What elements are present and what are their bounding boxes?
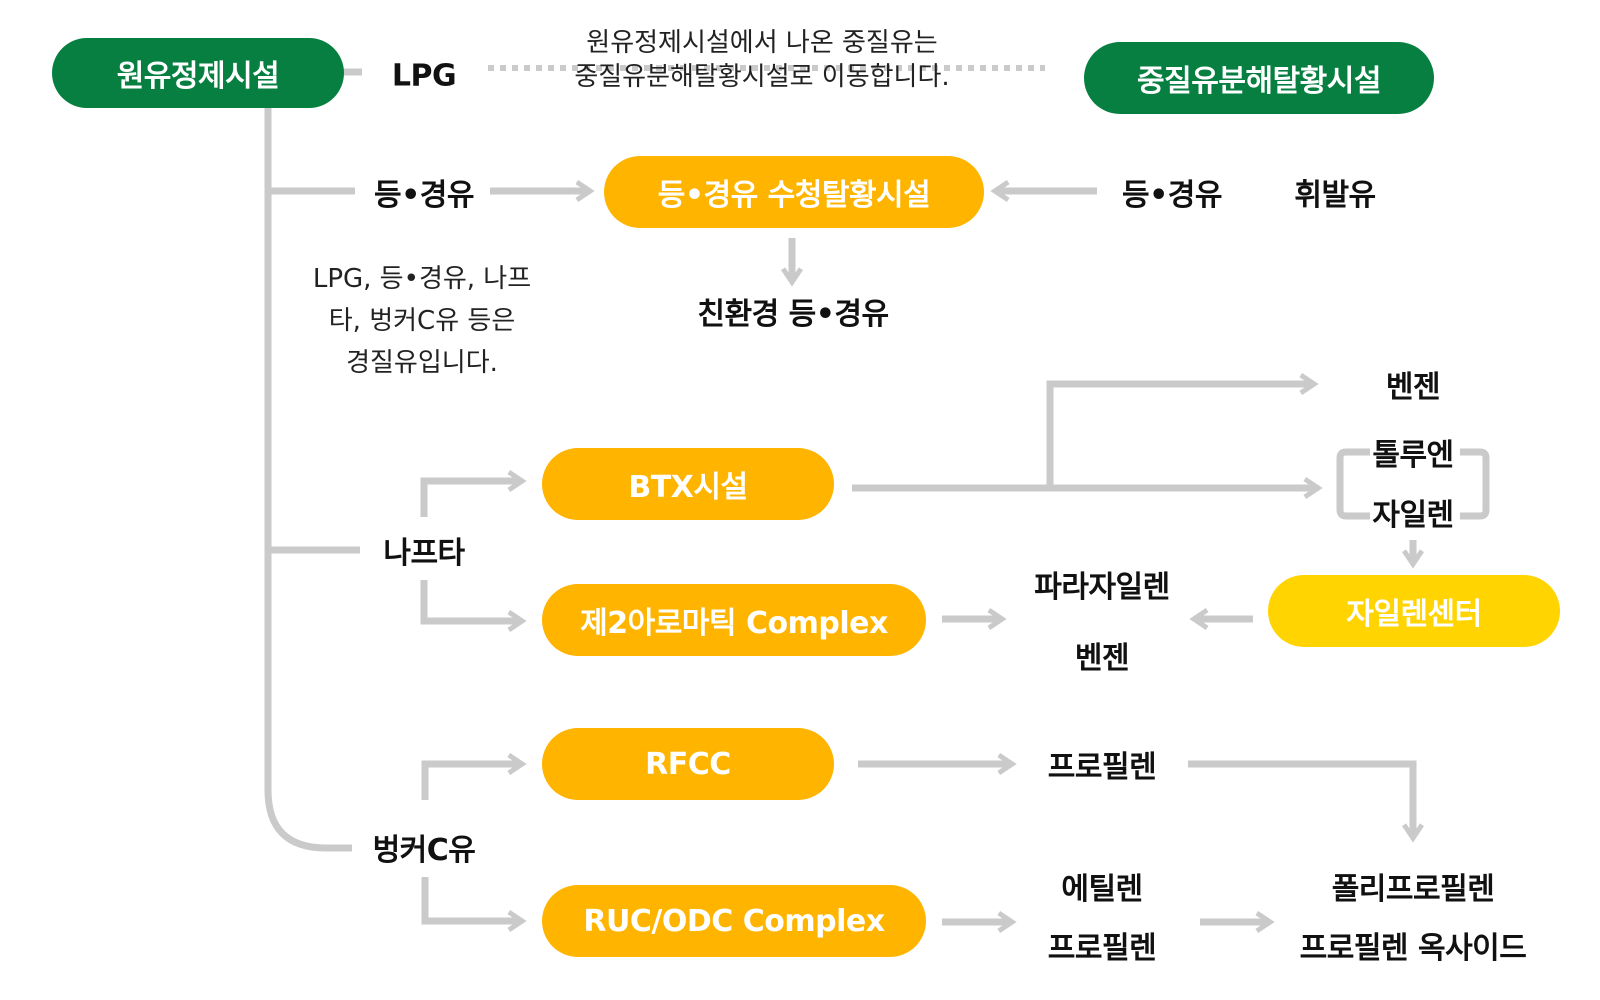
node-label: 원유정제시설	[116, 59, 280, 94]
arrow-bunkerc-to-ruc	[421, 877, 527, 933]
note-line: 중질유분해탈황시설로 이동합니다.	[574, 62, 950, 92]
label-eco-kerosene-diesel: 친환경 등•경유	[695, 289, 891, 333]
note-line: 경질유입니다.	[346, 348, 498, 378]
node-xylene-center: 자일렌센터	[1268, 575, 1560, 647]
node-rfcc: RFCC	[542, 728, 834, 800]
arrow-bunkerc-to-rfcc	[421, 752, 527, 800]
label-kerosene-diesel-right: 등•경유	[1120, 170, 1224, 214]
label-lpg: LPG	[389, 58, 459, 94]
note-heavy-oil: 원유정제시설에서 나온 중질유는 중질유분해탈황시설로 이동합니다.	[574, 26, 949, 94]
node-label: 등•경유 수청탈황시설	[657, 178, 931, 213]
node-btx: BTX시설	[542, 448, 834, 520]
node-label: RFCC	[645, 746, 731, 782]
note-light-oil: LPG, 등•경유, 나프 타, 벙커C유 등은 경질유입니다.	[313, 258, 531, 384]
trunk-line	[264, 105, 352, 852]
label-ethylene: 에틸렌	[1061, 872, 1143, 907]
note-line: 타, 벙커C유 등은	[328, 306, 516, 336]
arrow-propylene-to-pp	[1188, 760, 1425, 843]
bracket-toluene-xylene	[1336, 448, 1370, 520]
label-propylene-ruc: 프로필렌	[1047, 931, 1157, 966]
node-label: RUC/ODC Complex	[583, 903, 885, 939]
arrow-naphtha-to-btx	[420, 469, 527, 517]
node-label: 제2아로마틱 Complex	[580, 606, 888, 641]
node-ruc-odc: RUC/ODC Complex	[542, 885, 926, 957]
note-line: LPG, 등•경유, 나프	[312, 264, 532, 294]
label-benzene-top: 벤젠	[1385, 370, 1441, 405]
label-gasoline: 휘발유	[1292, 170, 1378, 214]
label-paraxylene: 파라자일렌	[1034, 570, 1170, 605]
label-benzene-mid: 벤젠	[1074, 641, 1130, 676]
bracket-right	[1460, 448, 1490, 520]
node-label: 자일렌센터	[1346, 597, 1482, 632]
node-label: BTX시설	[628, 470, 748, 505]
label-propylene-rfcc: 프로필렌	[1047, 750, 1157, 785]
node-crude-refinery: 원유정제시설	[52, 38, 344, 108]
label-polypropylene: 폴리프로필렌	[1331, 872, 1495, 907]
node-label: 중질유분해탈황시설	[1137, 64, 1381, 99]
label-toluene: 톨루엔	[1370, 430, 1456, 474]
label-xylene: 자일렌	[1370, 490, 1456, 534]
node-heavy-oil-cracking: 중질유분해탈황시설	[1084, 42, 1434, 114]
arrow-btx-to-benzene	[1046, 372, 1319, 488]
node-kerosene-diesel-hds: 등•경유 수청탈황시설	[604, 156, 984, 228]
label-naphtha: 나프타	[381, 528, 467, 572]
label-propylene-oxide: 프로필렌 옥사이드	[1299, 931, 1527, 966]
arrow-naphtha-to-aromatic	[420, 580, 527, 633]
node-second-aromatic: 제2아로마틱 Complex	[542, 584, 926, 656]
note-line: 원유정제시설에서 나온 중질유는	[586, 28, 938, 58]
label-bunker-c: 벙커C유	[370, 825, 478, 869]
label-kerosene-diesel-left: 등•경유	[372, 170, 476, 214]
